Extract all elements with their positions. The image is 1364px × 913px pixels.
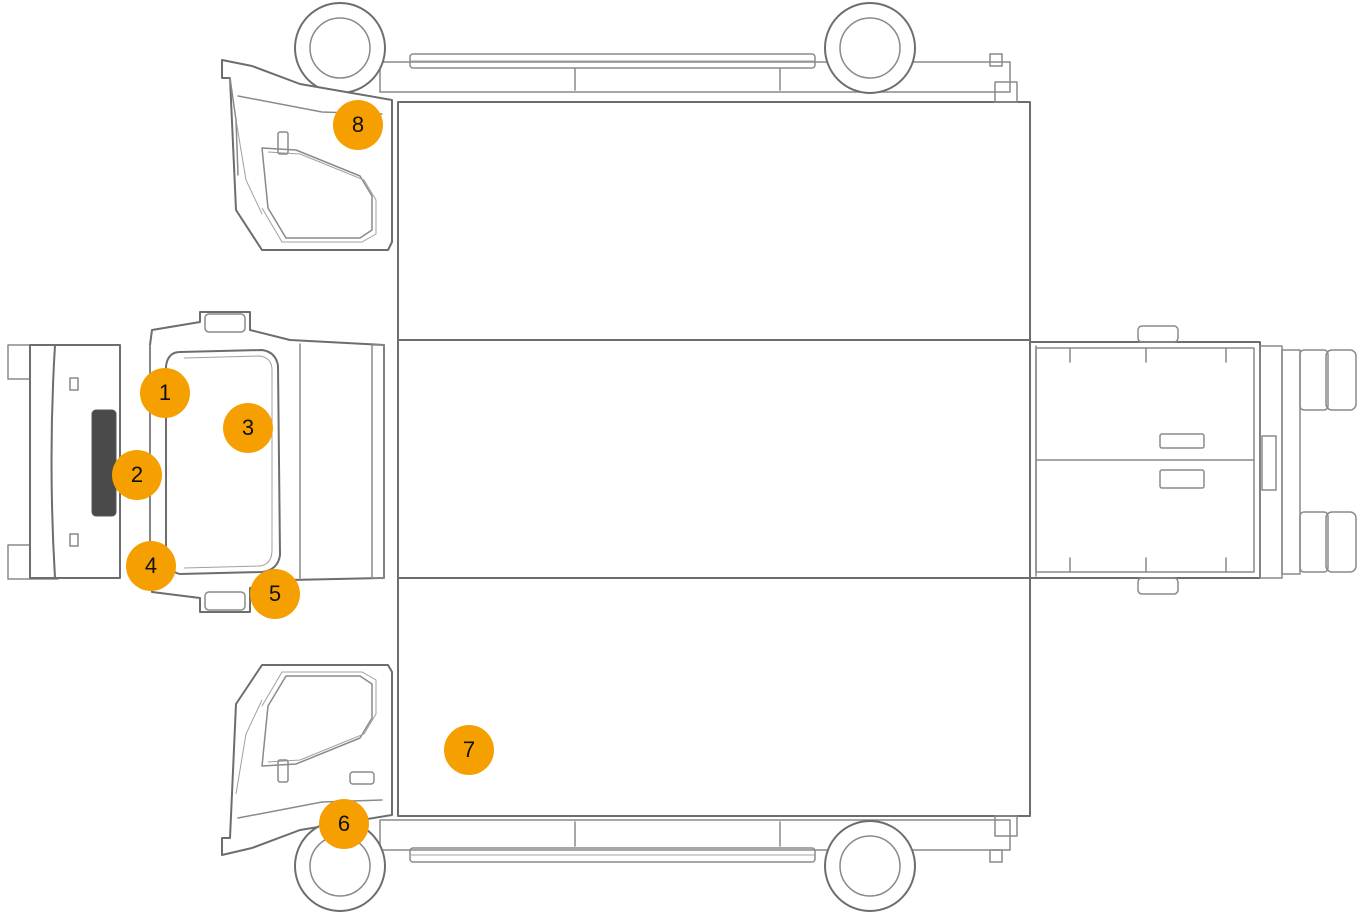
top-side-chassis — [294, 2, 1018, 103]
marker-1-label: 1 — [158, 380, 172, 405]
marker-4[interactable]: 4 — [126, 541, 176, 591]
top-cab — [221, 59, 393, 251]
bottom-side-chassis — [294, 815, 1018, 912]
marker-4-label: 4 — [144, 553, 158, 578]
box-left-side-panel — [397, 101, 1031, 341]
marker-2[interactable]: 2 — [112, 450, 162, 500]
front-cab — [7, 311, 385, 613]
box-roof-panel — [397, 339, 1031, 579]
marker-8-label: 8 — [351, 112, 365, 137]
marker-5-label: 5 — [268, 581, 282, 606]
rear-view — [1029, 325, 1357, 595]
marker-6[interactable]: 6 — [319, 799, 369, 849]
box-right-side-panel — [397, 577, 1031, 817]
marker-2-label: 2 — [130, 462, 144, 487]
marker-6-label: 6 — [337, 811, 351, 836]
marker-3-label: 3 — [241, 415, 255, 440]
marker-3[interactable]: 3 — [223, 403, 273, 453]
marker-7-label: 7 — [462, 737, 476, 762]
marker-1[interactable]: 1 — [140, 368, 190, 418]
marker-5[interactable]: 5 — [250, 569, 300, 619]
box-body — [397, 101, 1031, 817]
marker-7[interactable]: 7 — [444, 725, 494, 775]
marker-8[interactable]: 8 — [333, 100, 383, 150]
